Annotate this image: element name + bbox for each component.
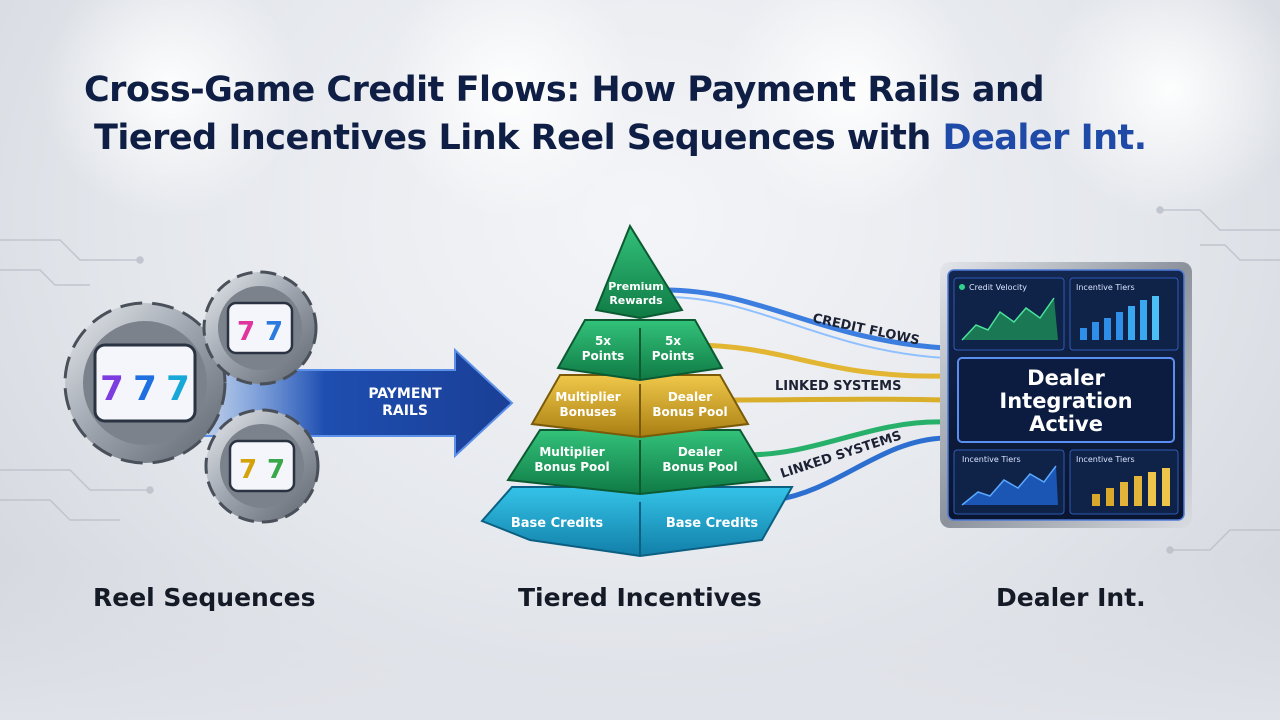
tier-4-right-line-2: Bonus Pool: [662, 460, 737, 474]
dashboard-status-line-1: Dealer: [1027, 366, 1105, 390]
flow-label-credit-flows: CREDIT FLOWS: [811, 311, 921, 348]
reel-gear-top: 7 7: [202, 270, 318, 386]
circuit-decoration-right: [1156, 206, 1280, 554]
reel-gear-bottom: 7 7: [204, 408, 320, 524]
reel-symbol-1: 7: [100, 369, 124, 409]
tier-top-line-2: Rewards: [609, 294, 663, 307]
page-title: Cross-Game Credit Flows: How Payment Rai…: [84, 66, 1204, 162]
dashboard-status-line-3: Active: [1029, 412, 1103, 436]
credit-flow-lines: [662, 287, 948, 503]
arrow-label-line-2: RAILS: [382, 403, 428, 419]
tier-4-left-line-1: Multiplier: [539, 445, 604, 459]
tier-2-right-line-1: 5x: [665, 334, 681, 348]
reel-symbol-bottom-2: 7: [267, 455, 285, 485]
circuit-decoration-left: [0, 239, 154, 521]
tier-2-left-line-1: 5x: [595, 334, 611, 348]
tier-3-right-line-2: Bonus Pool: [652, 405, 727, 419]
panel-credit-velocity-title: Credit Velocity: [969, 283, 1027, 292]
panel-incentive-tiers-title-bl: Incentive Tiers: [962, 455, 1021, 464]
tier-2-right-line-2: Points: [652, 349, 695, 363]
tier-base-right: Base Credits: [666, 516, 759, 531]
incentive-pyramid: Base Credits Base Credits Multiplier Bon…: [480, 223, 794, 558]
reel-symbol-top-2: 7: [265, 317, 283, 347]
reel-gear-main: 7 7 7: [63, 301, 227, 465]
tier-4-right-line-1: Dealer: [678, 445, 722, 459]
title-line-1: Cross-Game Credit Flows: How Payment Rai…: [84, 70, 1045, 110]
floor-reflection: [0, 560, 1280, 720]
dashboard-status-line-2: Integration: [999, 389, 1132, 413]
label-reel-sequences: Reel Sequences: [93, 583, 316, 612]
reel-symbol-2: 7: [133, 369, 157, 409]
label-dealer-int: Dealer Int.: [996, 583, 1146, 612]
flow-label-linked-systems-1: LINKED SYSTEMS: [775, 379, 901, 394]
arrow-label-line-1: PAYMENT: [368, 386, 442, 402]
reel-symbol-3: 7: [166, 369, 190, 409]
label-tiered-incentives: Tiered Incentives: [518, 583, 762, 612]
tier-3-left-line-2: Bonuses: [560, 405, 617, 419]
reel-symbol-top-1: 7: [237, 317, 255, 347]
tier-base-left: Base Credits: [511, 516, 604, 531]
panel-incentive-tiers-title-br: Incentive Tiers: [1076, 455, 1135, 464]
tier-3-right-line-1: Dealer: [668, 390, 712, 404]
title-line-2: Tiered Incentives Link Reel Sequences wi…: [94, 118, 931, 158]
title-highlight: Dealer Int.: [942, 118, 1148, 158]
dealer-dashboard: Credit Velocity Incentive Tiers Dealer I…: [940, 262, 1192, 528]
reel-symbol-bottom-1: 7: [239, 455, 257, 485]
tier-top-line-1: Premium: [608, 280, 663, 293]
tier-4-left-line-2: Bonus Pool: [534, 460, 609, 474]
tier-2-left-line-2: Points: [582, 349, 625, 363]
tier-3-left-line-1: Multiplier: [555, 390, 620, 404]
panel-incentive-tiers-title-tr: Incentive Tiers: [1076, 283, 1135, 292]
